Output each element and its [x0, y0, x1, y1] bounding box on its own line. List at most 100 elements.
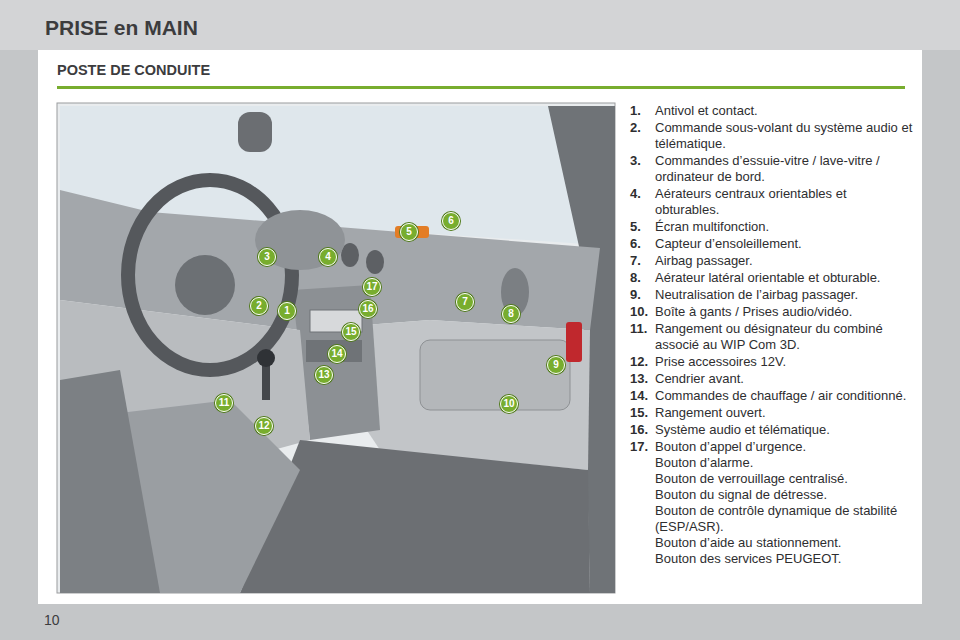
callout-number: 15 [342, 323, 360, 341]
list-item: 3.Commandes d’essuie-vitre / lave-vitre … [630, 153, 914, 185]
item-text: Antivol et contact. [655, 103, 914, 119]
callout-label: 9 [553, 360, 559, 370]
item-number: 8. [630, 270, 655, 286]
item-number: 4. [630, 186, 655, 218]
item-text: Cendrier avant. [655, 371, 914, 387]
center-vent [366, 250, 384, 274]
callout-number: 13 [315, 366, 333, 384]
callout-label: 7 [462, 297, 468, 307]
callout-number: 17 [363, 278, 381, 296]
list-item: 5.Écran multifonction. [630, 219, 914, 235]
cockpit-illustration [57, 103, 615, 593]
item-body: Écran multifonction. [655, 219, 914, 235]
item-text: Commandes de chauffage / air conditionné… [655, 388, 914, 404]
item-body: Commandes de chauffage / air conditionné… [655, 388, 914, 404]
callout-number: 16 [359, 300, 377, 318]
item-number: 5. [630, 219, 655, 235]
callout-label: 5 [406, 227, 412, 237]
item-body: Aérateur latéral orientable et obturable… [655, 270, 914, 286]
item-number: 14. [630, 388, 655, 404]
glove-box [420, 340, 570, 410]
item-body: Système audio et télématique. [655, 422, 914, 438]
callout-label: 13 [318, 370, 329, 380]
item-number: 3. [630, 153, 655, 185]
list-item: 2.Commande sous-volant du système audio … [630, 120, 914, 152]
item-number: 10. [630, 304, 655, 320]
header-band [0, 0, 960, 50]
rear-mirror [238, 112, 272, 152]
item-text: Aérateurs centraux orientables et obtura… [655, 186, 914, 218]
list-item: 1.Antivol et contact. [630, 103, 914, 119]
item-text: Prise accessoires 12V. [655, 354, 914, 370]
item-text: Écran multifonction. [655, 219, 914, 235]
item-text: Bouton du signal de détresse. [655, 487, 914, 503]
callout-label: 4 [325, 252, 331, 262]
steering-wheel [128, 180, 292, 370]
item-body: Airbag passager. [655, 253, 914, 269]
callout-number: 6 [442, 212, 460, 230]
list-item: 6.Capteur d’ensoleillement. [630, 236, 914, 252]
item-text: Capteur d’ensoleillement. [655, 236, 914, 252]
item-text: Aérateur latéral orientable et obturable… [655, 270, 914, 286]
item-body: Aérateurs centraux orientables et obtura… [655, 186, 914, 218]
item-body: Commandes d’essuie-vitre / lave-vitre / … [655, 153, 914, 185]
callout-label: 12 [258, 421, 269, 431]
callout-number: 7 [456, 293, 474, 311]
callout-number: 12 [255, 417, 273, 435]
list-item: 14.Commandes de chauffage / air conditio… [630, 388, 914, 404]
callout-number: 11 [215, 394, 233, 412]
item-body: Boîte à gants / Prises audio/vidéo. [655, 304, 914, 320]
callout-number: 9 [547, 356, 565, 374]
list-item: 13.Cendrier avant. [630, 371, 914, 387]
item-body: Prise accessoires 12V. [655, 354, 914, 370]
item-number: 12. [630, 354, 655, 370]
item-number: 16. [630, 422, 655, 438]
item-number: 11. [630, 321, 655, 353]
callout-label: 6 [448, 216, 454, 226]
callout-label: 11 [219, 398, 230, 408]
item-number: 7. [630, 253, 655, 269]
climate-controls [306, 340, 362, 362]
list-item: 9.Neutralisation de l’airbag passager. [630, 287, 914, 303]
list-item: 17.Bouton d’appel d’urgence.Bouton d’ala… [630, 439, 914, 567]
item-text: Bouton d’alarme. [655, 455, 914, 471]
item-text: Boîte à gants / Prises audio/vidéo. [655, 304, 914, 320]
callout-number: 10 [500, 395, 518, 413]
item-text: Airbag passager. [655, 253, 914, 269]
item-body: Antivol et contact. [655, 103, 914, 119]
callout-label: 17 [366, 282, 377, 292]
callout-number: 3 [258, 248, 276, 266]
callout-label: 16 [362, 304, 373, 314]
list-item: 8.Aérateur latéral orientable et obturab… [630, 270, 914, 286]
callout-number: 5 [400, 223, 418, 241]
item-body: Cendrier avant. [655, 371, 914, 387]
callout-label: 10 [503, 399, 514, 409]
page-subheading: POSTE DE CONDUITE [57, 62, 210, 78]
callout-number: 1 [278, 302, 296, 320]
item-text: Neutralisation de l’airbag passager. [655, 287, 914, 303]
item-number: 9. [630, 287, 655, 303]
item-number: 6. [630, 236, 655, 252]
illustration-frame [57, 103, 615, 593]
section-heading: PRISE en MAIN [45, 16, 198, 40]
item-body: Commande sous-volant du système audio et… [655, 120, 914, 152]
item-number: 13. [630, 371, 655, 387]
item-text: Rangement ou désignateur du combiné asso… [655, 321, 914, 353]
list-item: 16.Système audio et télématique. [630, 422, 914, 438]
list-item: 10.Boîte à gants / Prises audio/vidéo. [630, 304, 914, 320]
item-text: Commande sous-volant du système audio et… [655, 120, 914, 152]
item-body: Capteur d’ensoleillement. [655, 236, 914, 252]
item-number: 1. [630, 103, 655, 119]
gear-knob [257, 349, 275, 367]
list-item: 15.Rangement ouvert. [630, 405, 914, 421]
callout-label: 8 [508, 309, 514, 319]
callout-label: 3 [264, 252, 270, 262]
item-text: Bouton de contrôle dynamique de stabilit… [655, 503, 914, 535]
item-body: Rangement ou désignateur du combiné asso… [655, 321, 914, 353]
item-text: Bouton d’aide au stationnement. [655, 535, 914, 551]
list-item: 7.Airbag passager. [630, 253, 914, 269]
list-item: 11.Rangement ou désignateur du combiné a… [630, 321, 914, 353]
item-text: Bouton des services PEUGEOT. [655, 551, 914, 567]
item-number: 17. [630, 439, 655, 567]
callout-number: 4 [319, 248, 337, 266]
